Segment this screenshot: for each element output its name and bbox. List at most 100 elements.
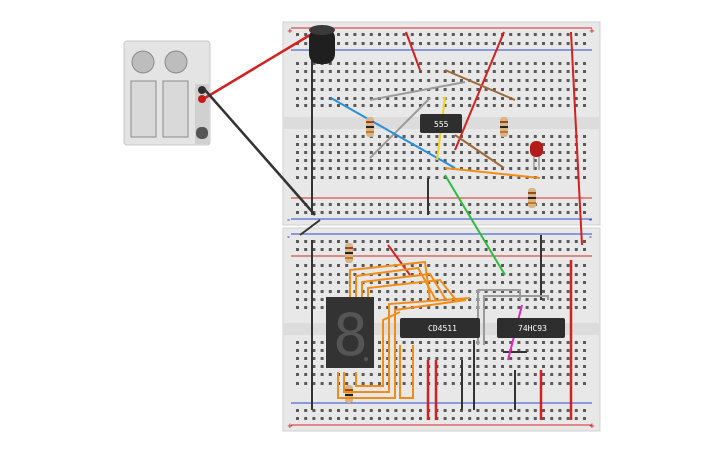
- breadboard-hole[interactable]: [410, 409, 414, 412]
- breadboard-hole[interactable]: [460, 417, 463, 420]
- breadboard-hole[interactable]: [501, 70, 504, 73]
- breadboard-hole[interactable]: [419, 417, 422, 420]
- breadboard-hole[interactable]: [378, 159, 381, 162]
- breadboard-hole[interactable]: [320, 151, 324, 154]
- breadboard-hole[interactable]: [583, 373, 586, 376]
- breadboard-hole[interactable]: [525, 62, 529, 65]
- breadboard-hole[interactable]: [558, 240, 562, 243]
- breadboard-hole[interactable]: [451, 281, 455, 284]
- breadboard-hole[interactable]: [296, 264, 299, 267]
- breadboard-hole[interactable]: [468, 70, 472, 73]
- breadboard-hole[interactable]: [468, 33, 472, 36]
- breadboard-hole[interactable]: [386, 349, 390, 352]
- breadboard-hole[interactable]: [435, 341, 439, 344]
- breadboard-hole[interactable]: [402, 33, 406, 36]
- resistor[interactable]: [345, 243, 353, 263]
- breadboard-hole[interactable]: [443, 290, 447, 293]
- breadboard-hole[interactable]: [320, 373, 324, 376]
- breadboard-hole[interactable]: [533, 349, 537, 352]
- breadboard-hole[interactable]: [328, 290, 332, 293]
- breadboard-hole[interactable]: [476, 248, 480, 251]
- breadboard-hole[interactable]: [378, 264, 381, 267]
- breadboard-hole[interactable]: [394, 62, 398, 65]
- breadboard-hole[interactable]: [345, 290, 349, 293]
- breadboard-hole[interactable]: [419, 70, 422, 73]
- breadboard-hole[interactable]: [443, 264, 447, 267]
- breadboard-hole[interactable]: [419, 382, 422, 385]
- breadboard-hole[interactable]: [550, 264, 554, 267]
- breadboard-hole[interactable]: [476, 264, 480, 267]
- breadboard-hole[interactable]: [566, 349, 570, 352]
- breadboard-hole[interactable]: [427, 176, 431, 179]
- breadboard-hole[interactable]: [419, 203, 422, 206]
- breadboard-hole[interactable]: [558, 417, 562, 420]
- breadboard-hole[interactable]: [427, 264, 431, 267]
- breadboard-hole[interactable]: [525, 88, 529, 91]
- breadboard-hole[interactable]: [435, 264, 439, 267]
- breadboard-hole[interactable]: [304, 97, 308, 100]
- breadboard-hole[interactable]: [484, 281, 488, 284]
- breadboard-hole[interactable]: [361, 248, 365, 251]
- breadboard-hole[interactable]: [501, 273, 504, 276]
- breadboard-hole[interactable]: [361, 417, 365, 420]
- breadboard-hole[interactable]: [558, 298, 562, 301]
- breadboard-hole[interactable]: [312, 290, 316, 293]
- breadboard-hole[interactable]: [558, 306, 562, 309]
- breadboard-hole[interactable]: [394, 290, 398, 293]
- breadboard-hole[interactable]: [410, 97, 414, 100]
- breadboard-hole[interactable]: [509, 264, 513, 267]
- breadboard-hole[interactable]: [476, 135, 480, 138]
- breadboard-hole[interactable]: [460, 341, 463, 344]
- breadboard-hole[interactable]: [443, 143, 447, 146]
- breadboard-hole[interactable]: [402, 88, 406, 91]
- breadboard-hole[interactable]: [583, 203, 586, 206]
- breadboard-hole[interactable]: [369, 290, 373, 293]
- breadboard-hole[interactable]: [558, 88, 562, 91]
- breadboard-hole[interactable]: [517, 42, 521, 45]
- breadboard-hole[interactable]: [484, 70, 488, 73]
- breadboard-hole[interactable]: [345, 167, 349, 170]
- breadboard-hole[interactable]: [394, 306, 398, 309]
- breadboard-hole[interactable]: [353, 97, 357, 100]
- breadboard-hole[interactable]: [501, 240, 504, 243]
- breadboard-hole[interactable]: [542, 349, 545, 352]
- breadboard-hole[interactable]: [460, 104, 463, 107]
- breadboard-hole[interactable]: [574, 248, 578, 251]
- breadboard-hole[interactable]: [296, 211, 299, 214]
- breadboard-hole[interactable]: [378, 240, 381, 243]
- breadboard-hole[interactable]: [304, 104, 308, 107]
- breadboard-hole[interactable]: [574, 70, 578, 73]
- breadboard-hole[interactable]: [410, 341, 414, 344]
- breadboard-hole[interactable]: [484, 248, 488, 251]
- breadboard-hole[interactable]: [328, 70, 332, 73]
- breadboard-hole[interactable]: [427, 167, 431, 170]
- breadboard-hole[interactable]: [427, 341, 431, 344]
- breadboard-hole[interactable]: [476, 143, 480, 146]
- breadboard-hole[interactable]: [509, 240, 513, 243]
- breadboard-hole[interactable]: [304, 341, 308, 344]
- breadboard-hole[interactable]: [558, 264, 562, 267]
- breadboard-hole[interactable]: [312, 306, 316, 309]
- breadboard-hole[interactable]: [451, 151, 455, 154]
- breadboard-hole[interactable]: [492, 341, 496, 344]
- breadboard-hole[interactable]: [427, 349, 431, 352]
- breadboard-hole[interactable]: [361, 151, 365, 154]
- breadboard-hole[interactable]: [451, 357, 455, 360]
- breadboard-hole[interactable]: [566, 281, 570, 284]
- breadboard-hole[interactable]: [509, 306, 513, 309]
- breadboard-hole[interactable]: [402, 298, 406, 301]
- breadboard-hole[interactable]: [533, 290, 537, 293]
- breadboard-hole[interactable]: [566, 240, 570, 243]
- breadboard-hole[interactable]: [460, 264, 463, 267]
- breadboard-hole[interactable]: [386, 365, 390, 368]
- breadboard-hole[interactable]: [304, 151, 308, 154]
- breadboard-hole[interactable]: [328, 273, 332, 276]
- breadboard-hole[interactable]: [443, 203, 447, 206]
- breadboard-hole[interactable]: [345, 264, 349, 267]
- breadboard-hole[interactable]: [361, 143, 365, 146]
- breadboard-hole[interactable]: [312, 167, 316, 170]
- breadboard-hole[interactable]: [583, 306, 586, 309]
- breadboard-hole[interactable]: [566, 79, 570, 82]
- breadboard-hole[interactable]: [296, 104, 299, 107]
- breadboard-hole[interactable]: [550, 373, 554, 376]
